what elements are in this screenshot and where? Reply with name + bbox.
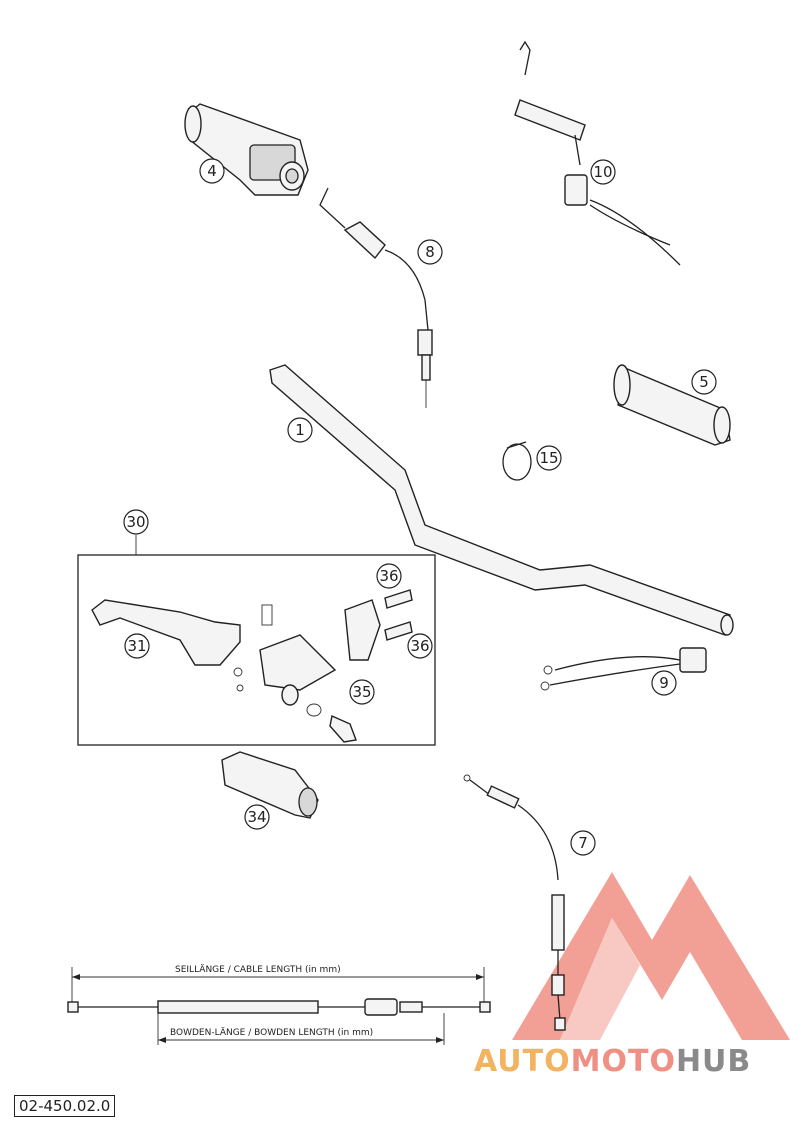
document-code: 02-450.02.0 bbox=[14, 1095, 116, 1117]
handlebar-switch bbox=[540, 647, 707, 691]
cable-length-label: SEILLÄNGE / CABLE LENGTH (in mm) bbox=[175, 964, 341, 975]
svg-text:36: 36 bbox=[379, 567, 398, 585]
svg-text:5: 5 bbox=[699, 373, 709, 391]
svg-text:30: 30 bbox=[126, 513, 145, 531]
brand-part-auto: AUTO bbox=[474, 1044, 571, 1079]
svg-text:8: 8 bbox=[425, 243, 435, 261]
brand-part-moto: MOTO bbox=[570, 1044, 676, 1079]
lever-cover bbox=[221, 751, 319, 819]
pivot-screw bbox=[306, 703, 357, 743]
callout-10: 10 bbox=[590, 159, 616, 185]
callout-31: 31 bbox=[124, 633, 150, 659]
svg-text:36: 36 bbox=[410, 637, 429, 655]
callout-8: 8 bbox=[417, 239, 443, 265]
brand-part-hub: HUB bbox=[675, 1044, 752, 1079]
callout-15: 15 bbox=[536, 445, 562, 471]
callout-36-upper: 36 bbox=[376, 563, 402, 589]
svg-text:34: 34 bbox=[247, 808, 266, 826]
watermark-logo bbox=[512, 872, 790, 1040]
bowden-length-label: BOWDEN-LÄNGE / BOWDEN LENGTH (in mm) bbox=[170, 1027, 373, 1038]
kill-switch bbox=[514, 40, 681, 266]
clutch-cable bbox=[463, 774, 566, 1031]
svg-text:15: 15 bbox=[539, 449, 558, 467]
callout-36-lower: 36 bbox=[407, 633, 433, 659]
callout-5: 5 bbox=[691, 369, 717, 395]
left-grip bbox=[613, 364, 731, 446]
svg-text:35: 35 bbox=[352, 683, 371, 701]
handlebar bbox=[269, 364, 734, 636]
callout-7: 7 bbox=[570, 830, 596, 856]
svg-text:10: 10 bbox=[593, 163, 612, 181]
callout-4: 4 bbox=[199, 158, 225, 184]
clutch-assembly-box bbox=[77, 535, 436, 746]
callout-34: 34 bbox=[244, 804, 270, 830]
svg-text:31: 31 bbox=[127, 637, 146, 655]
callout-1: 1 bbox=[287, 417, 313, 443]
clutch-lever bbox=[91, 599, 241, 666]
svg-text:4: 4 bbox=[207, 162, 217, 180]
callout-35: 35 bbox=[349, 679, 375, 705]
cable-length-diagram: SEILLÄNGE / CABLE LENGTH (in mm) BOWDEN-… bbox=[67, 964, 491, 1045]
clutch-perch bbox=[233, 604, 337, 706]
svg-text:7: 7 bbox=[578, 834, 588, 852]
callout-9: 9 bbox=[651, 670, 677, 696]
callout-30: 30 bbox=[123, 509, 149, 535]
throttle-cable bbox=[319, 187, 433, 408]
throttle-grip bbox=[184, 103, 309, 196]
svg-text:9: 9 bbox=[659, 674, 669, 692]
cable-clamp bbox=[502, 441, 532, 481]
handlebar-clamp bbox=[344, 589, 413, 661]
watermark-brand-text: AUTOMOTOHUB bbox=[474, 1044, 751, 1079]
svg-text:1: 1 bbox=[295, 421, 305, 439]
